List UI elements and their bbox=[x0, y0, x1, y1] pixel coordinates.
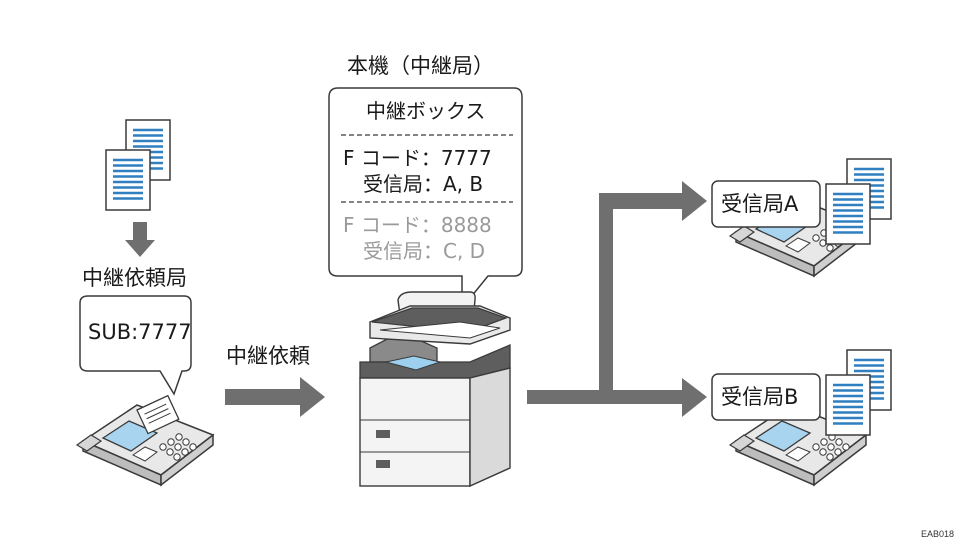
relay-request-arrow bbox=[225, 377, 325, 417]
multifunction-printer-icon bbox=[359, 291, 511, 488]
relay-box-bubble bbox=[328, 87, 523, 311]
fcode-entry-active: F コード：7777 bbox=[343, 146, 492, 170]
receiver-label-box bbox=[711, 180, 821, 228]
figure-code: EAB018 bbox=[920, 529, 954, 539]
down-arrow-icon bbox=[125, 222, 155, 257]
receivers-entry-active: 受信局：A, B bbox=[363, 172, 484, 196]
document-icon bbox=[824, 373, 872, 437]
request-station-bubble bbox=[79, 295, 192, 396]
receiver-label-box bbox=[711, 373, 821, 421]
sub-address-text: SUB:7777 bbox=[88, 320, 192, 344]
fcode-entry-inactive: F コード：8888 bbox=[343, 213, 492, 237]
document-stack-source bbox=[104, 118, 172, 212]
document-icon bbox=[136, 394, 180, 435]
main-machine-label: 本機（中継局） bbox=[347, 54, 494, 78]
receiver-b-label: 受信局B bbox=[721, 385, 799, 409]
receiver-station-a bbox=[711, 157, 893, 277]
document-icon bbox=[824, 182, 872, 246]
document-icon bbox=[104, 148, 152, 212]
receivers-entry-inactive: 受信局：C, D bbox=[363, 239, 486, 263]
relay-request-station-label: 中継依頼局 bbox=[82, 266, 187, 290]
relay-box-title: 中継ボックス bbox=[366, 99, 486, 123]
receiver-station-b bbox=[711, 348, 893, 486]
relay-request-arrow-label: 中継依頼 bbox=[226, 344, 310, 368]
receiver-a-label: 受信局A bbox=[721, 192, 799, 216]
distribution-arrow bbox=[527, 181, 707, 417]
